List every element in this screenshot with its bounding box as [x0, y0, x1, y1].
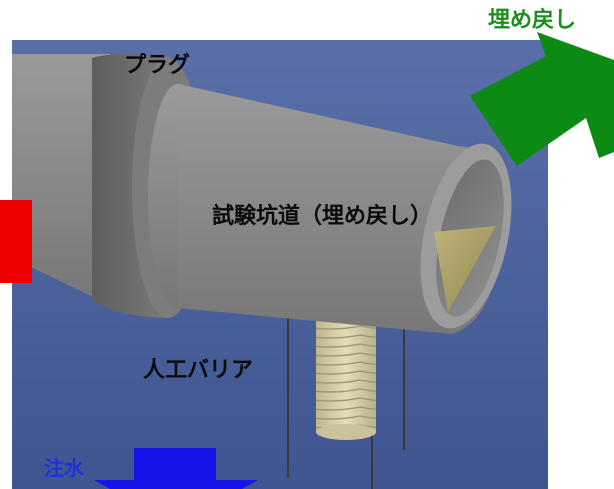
tunnel-left-segment [12, 54, 110, 305]
backfill-label: 埋め戻し [488, 8, 577, 33]
side-marker [0, 200, 32, 283]
tunnel-opening [420, 143, 512, 329]
backfill-arrow [470, 32, 614, 166]
plug-label: プラグ [124, 53, 191, 78]
water-injection-arrow [94, 448, 258, 489]
artificial-barrier-label: 人工バリア [143, 358, 254, 383]
water-injection-label: 注水 [44, 456, 84, 480]
test-tunnel-label: 試験坑道（埋め戻し） [212, 204, 433, 229]
